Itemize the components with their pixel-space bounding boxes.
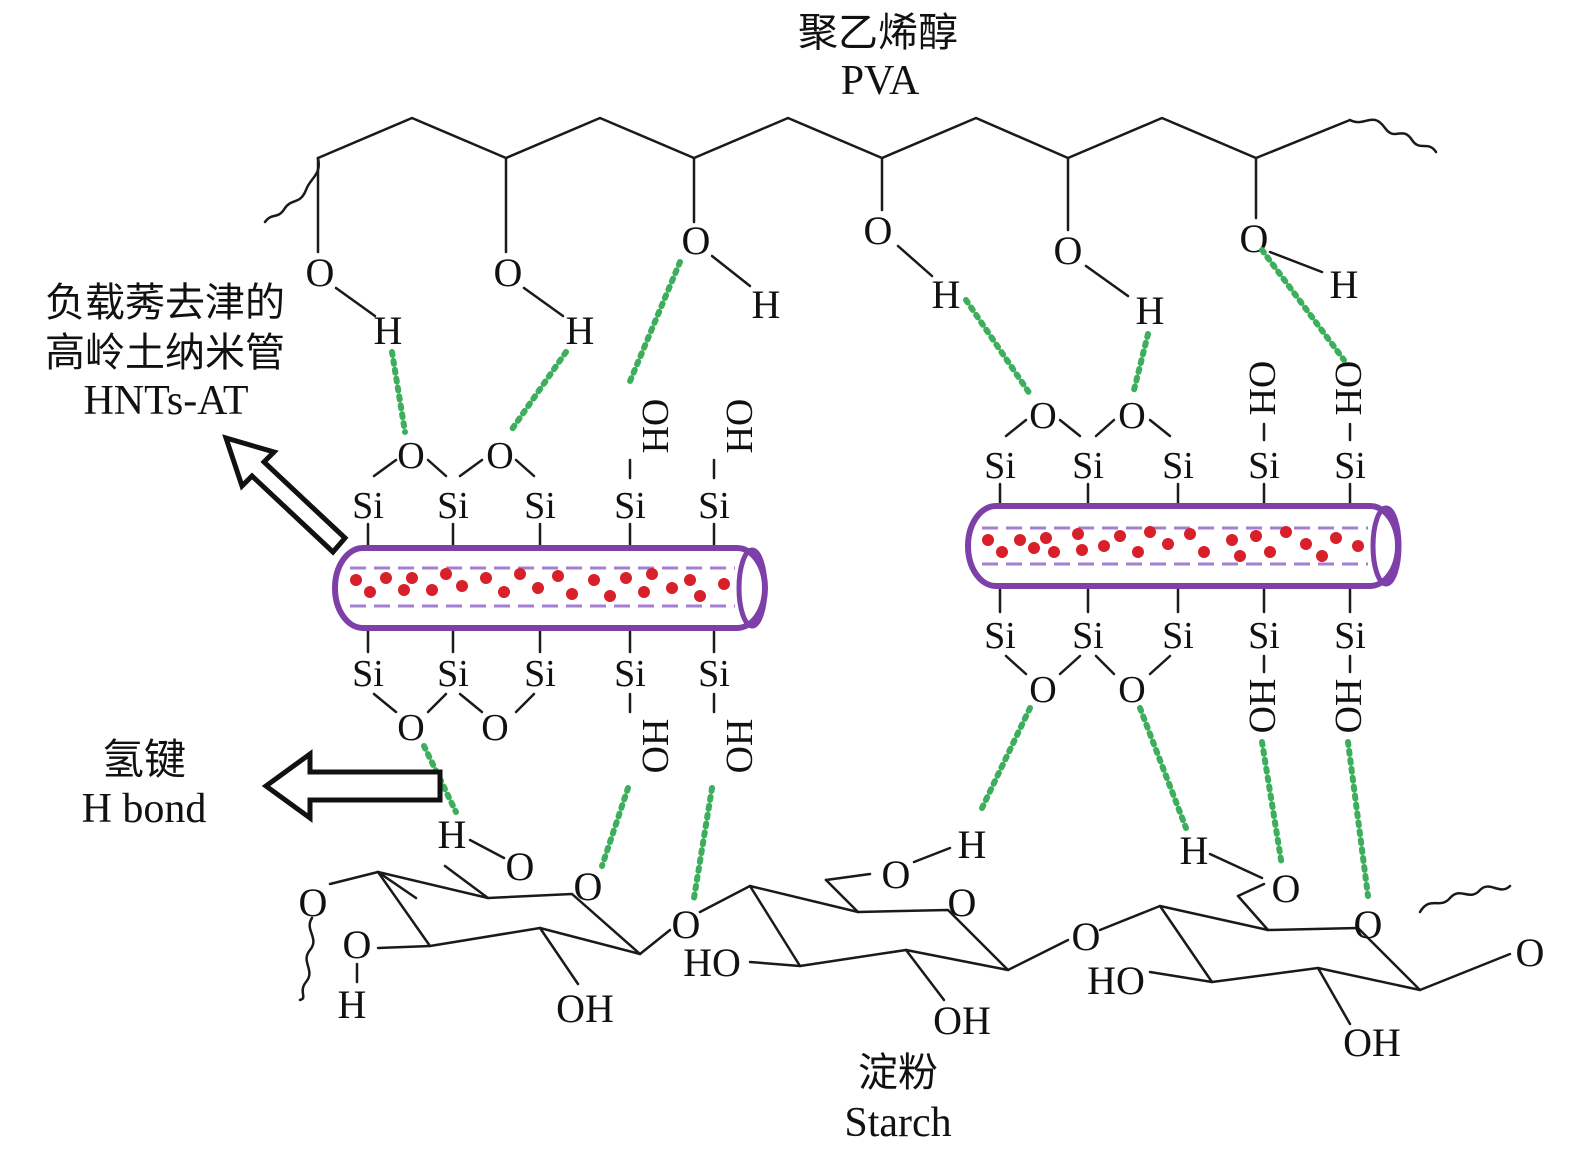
bridge-oxygen: O <box>1118 669 1145 711</box>
bridge-oxygen: O <box>1029 395 1056 437</box>
surface-hydroxyl: HO <box>634 719 676 774</box>
pva-left-wavy-end <box>263 156 321 224</box>
atrazine-loading <box>350 568 730 602</box>
bridge-oxygen: O <box>486 435 513 477</box>
pva-chain: O H O H O H O H O H O H <box>263 116 1438 353</box>
starch-oxygen: O <box>1516 930 1545 975</box>
surface-hydroxyl: OH <box>1327 361 1369 416</box>
hbond-caption-cn: 氢键 <box>102 735 186 784</box>
si-atom: Si <box>437 485 469 527</box>
nanotube-end <box>1370 505 1402 587</box>
pva-oxygen-5: O <box>1054 228 1083 273</box>
hnts-pointer-arrow <box>222 434 349 556</box>
pva-hydrogen-1: H <box>374 308 403 353</box>
starch-hydrogen: H <box>338 982 367 1027</box>
si-atom: Si <box>437 653 469 695</box>
hnts-caption-line1: 负载莠去津的 <box>45 280 285 326</box>
si-atom: Si <box>524 485 556 527</box>
si-atom: Si <box>524 653 556 695</box>
starch-oxygen: O <box>506 844 535 889</box>
hbond-caption-en: H bond <box>82 786 207 832</box>
surface-hydroxyl: HO <box>1241 679 1283 734</box>
hnts-caption-line2: 高岭土纳米管 <box>45 330 285 376</box>
nanotube-end <box>736 547 768 629</box>
pva-hydrogen-4: H <box>932 272 961 317</box>
hbond-pointer-arrow <box>261 749 443 823</box>
surface-hydroxyl: HO <box>1327 679 1369 734</box>
starch-oxygen: O <box>1072 914 1101 959</box>
starch-hydrogen: H <box>1180 828 1209 873</box>
si-atom: Si <box>1072 615 1104 657</box>
surface-hydroxyl: OH <box>1241 361 1283 416</box>
hydrogen-bonds <box>389 247 1371 901</box>
bridge-oxygen: O <box>1118 395 1145 437</box>
starch-hydrogen: H <box>958 822 987 867</box>
hnts-caption-en: HNTs-AT <box>83 378 248 424</box>
si-atom: Si <box>698 653 730 695</box>
starch-hydroxyl: HO <box>1087 958 1145 1003</box>
starch-caption-en: Starch <box>844 1100 951 1146</box>
pva-title-en: PVA <box>841 58 920 104</box>
starch-chain: O O H H O O OH O HO O H O OH O HO H O O … <box>299 812 1545 1065</box>
starch-oxygen: O <box>882 852 911 897</box>
si-atom: Si <box>1162 445 1194 487</box>
starch-oxygen: O <box>1354 902 1383 947</box>
nanotube-right: Si Si Si Si Si O O OH OH <box>965 361 1402 734</box>
surface-hydroxyl: OH <box>718 399 760 454</box>
pva-oxygen-2: O <box>494 250 523 295</box>
si-atom: Si <box>352 653 384 695</box>
pva-right-wavy-end <box>1348 118 1438 154</box>
pva-hydrogen-2: H <box>566 308 595 353</box>
pva-hydrogen-3: H <box>752 282 781 327</box>
bridge-oxygen: O <box>397 435 424 477</box>
si-atom: Si <box>614 653 646 695</box>
si-atom: Si <box>1248 615 1280 657</box>
surface-hydroxyl: OH <box>634 399 676 454</box>
pva-oxygen-4: O <box>864 208 893 253</box>
pva-oxygen-3: O <box>682 218 711 263</box>
starch-caption-cn: 淀粉 <box>858 1050 938 1096</box>
starch-oxygen: O <box>1272 866 1301 911</box>
bridge-oxygen: O <box>1029 669 1056 711</box>
si-atom: Si <box>352 485 384 527</box>
si-atom: Si <box>1334 445 1366 487</box>
starch-oxygen: O <box>299 880 328 925</box>
si-atom: Si <box>984 615 1016 657</box>
nanotube-left: Si Si Si Si Si O O OH OH <box>332 399 768 774</box>
starch-oxygen: O <box>343 922 372 967</box>
si-atom: Si <box>1072 445 1104 487</box>
starch-oxygen: O <box>574 864 603 909</box>
si-atom: Si <box>984 445 1016 487</box>
si-atom: Si <box>1162 615 1194 657</box>
atrazine-loading <box>982 526 1364 562</box>
pva-oxygen-1: O <box>306 250 335 295</box>
starch-hydroxyl: OH <box>556 986 614 1031</box>
si-atom: Si <box>698 485 730 527</box>
starch-hydroxyl: HO <box>683 940 741 985</box>
surface-hydroxyl: HO <box>718 719 760 774</box>
si-atom: Si <box>614 485 646 527</box>
starch-hydrogen: H <box>438 812 467 857</box>
starch-oxygen: O <box>948 880 977 925</box>
bridge-oxygen: O <box>397 707 424 749</box>
pva-hydrogen-5: H <box>1136 288 1165 333</box>
starch-hydroxyl: OH <box>1343 1020 1401 1065</box>
starch-oxygen: O <box>672 902 701 947</box>
si-atom: Si <box>1248 445 1280 487</box>
bridge-oxygen: O <box>481 707 508 749</box>
pva-title-cn: 聚乙烯醇 <box>798 10 958 56</box>
starch-hydroxyl: OH <box>933 998 991 1043</box>
si-atom: Si <box>1334 615 1366 657</box>
pva-hydrogen-6: H <box>1330 262 1359 307</box>
